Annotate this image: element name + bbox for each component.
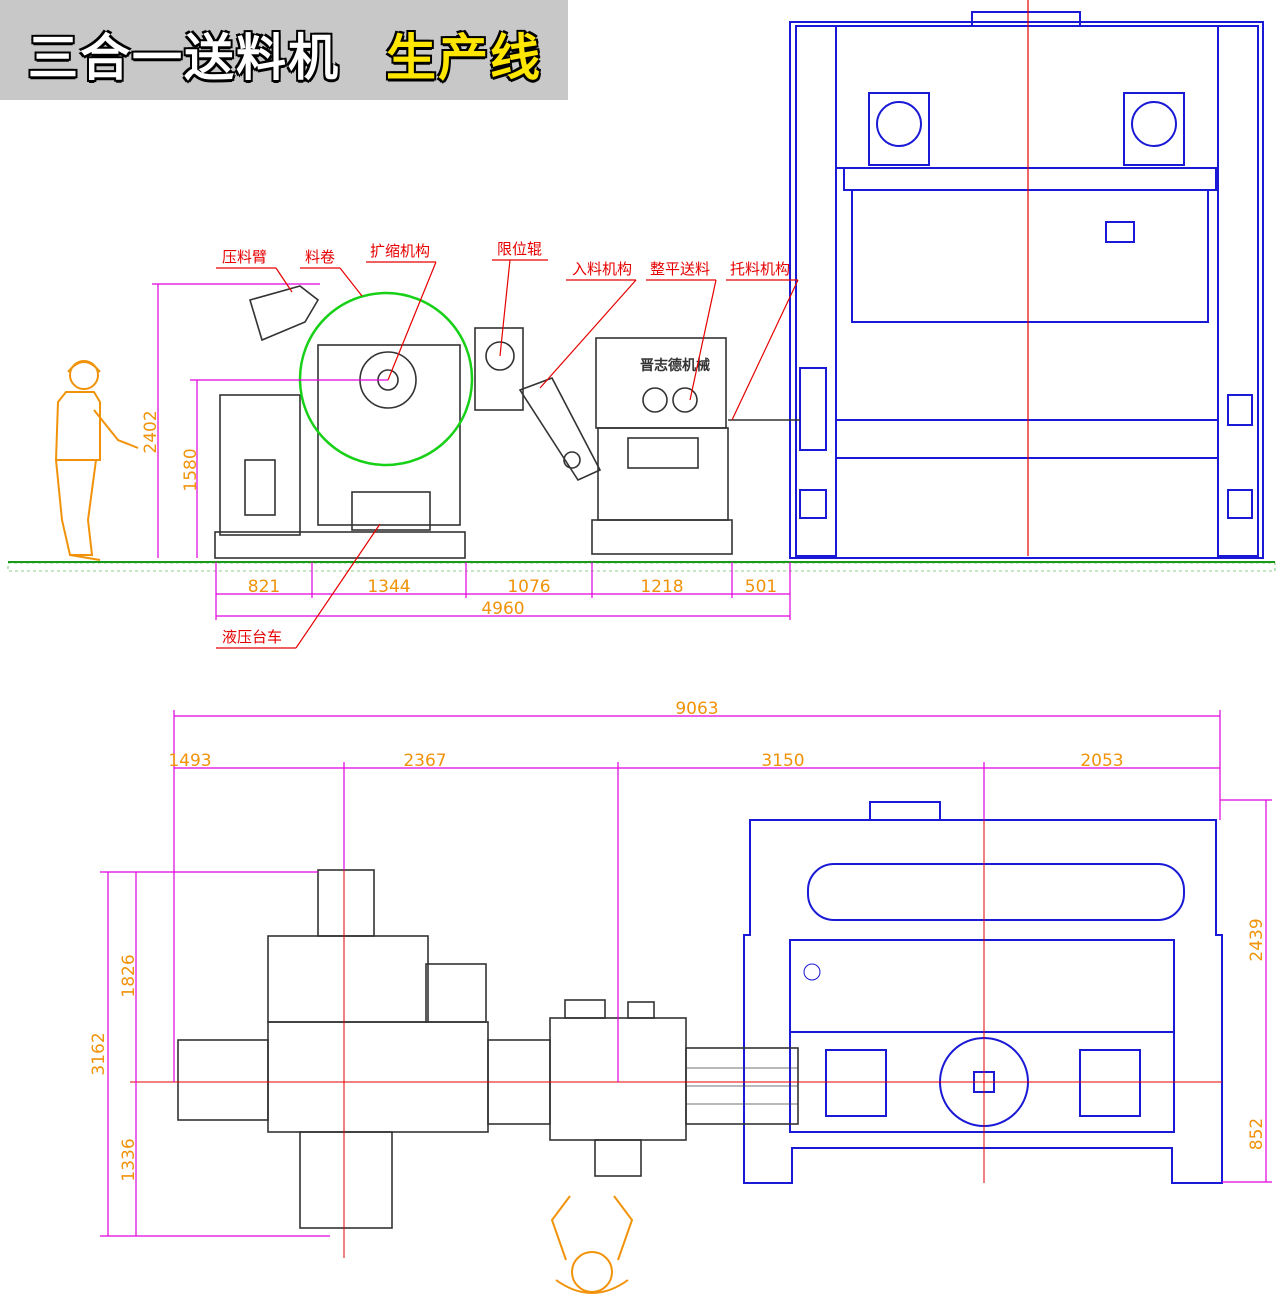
leveler-feeder-side — [518, 337, 800, 555]
operator-side-figure — [54, 360, 139, 561]
callout-limit-roller: 限位辊 — [497, 240, 542, 258]
plan-dims — [100, 710, 1272, 1237]
plan-seg-4: 2053 — [1080, 751, 1123, 771]
plan-right-total: 2439 — [1247, 918, 1267, 961]
plan-left-upper: 1826 — [119, 954, 139, 997]
plan-right-lower: 852 — [1247, 1118, 1267, 1150]
callout-leveler-feed: 整平送料 — [650, 260, 710, 278]
callout-press-arm: 压料臂 — [222, 248, 267, 266]
operator-top-figure — [550, 1195, 634, 1294]
plan-left-lower: 1336 — [119, 1138, 139, 1181]
side-height-total: 2402 — [141, 410, 161, 453]
plan-centerlines — [130, 800, 1222, 1258]
title-banner: 三合一送料机 生产线 — [0, 0, 568, 100]
machine-plate: 晋志德机械 — [640, 357, 710, 374]
callout-support: 托料机构 — [730, 260, 790, 278]
feeder-plan — [177, 869, 799, 1229]
side-height-center: 1580 — [181, 448, 201, 491]
plan-seg-2: 2367 — [403, 751, 446, 771]
press-side — [789, 0, 1264, 559]
side-seg-5: 501 — [745, 577, 777, 597]
coil-outline — [298, 291, 474, 467]
plan-seg-1: 1493 — [168, 751, 211, 771]
uncoiler-side — [214, 285, 524, 559]
plan-seg-3: 3150 — [761, 751, 804, 771]
side-seg-1: 821 — [248, 577, 280, 597]
title-main: 三合一送料机 — [28, 29, 340, 87]
press-plan — [743, 801, 1223, 1184]
side-segment-dims — [215, 562, 791, 620]
callout-feed-in: 入料机构 — [572, 260, 632, 278]
plan-left-total: 3162 — [89, 1032, 109, 1075]
ground-line — [7, 561, 1276, 572]
side-seg-3: 1076 — [507, 577, 550, 597]
side-height-dims — [152, 283, 388, 558]
callout-expansion: 扩缩机构 — [370, 242, 430, 260]
plan-overall: 9063 — [675, 699, 718, 719]
side-seg-2: 1344 — [367, 577, 410, 597]
side-seg-4: 1218 — [640, 577, 683, 597]
side-total: 4960 — [481, 599, 524, 619]
callout-hydraulic-cart: 液压台车 — [222, 628, 282, 646]
callout-coil: 料卷 — [305, 248, 335, 266]
title-accent: 生产线 — [386, 29, 542, 87]
